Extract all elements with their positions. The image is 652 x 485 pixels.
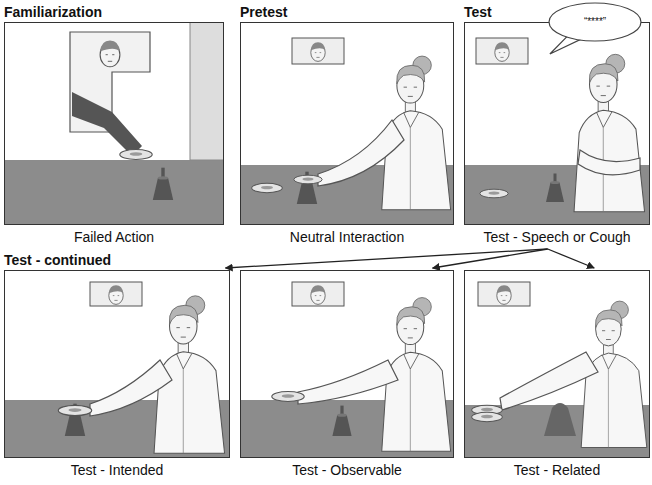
failed-action-scene <box>5 23 223 224</box>
ring-toy <box>480 189 508 198</box>
panel-caption: Test - Related <box>464 462 650 479</box>
bell-toy <box>544 403 576 436</box>
scene-panel: Test - Observable <box>240 270 454 479</box>
person-face <box>311 285 325 304</box>
flow-arrow <box>225 249 547 268</box>
arm <box>298 360 398 404</box>
neutral-scene <box>241 38 453 224</box>
window <box>90 282 142 306</box>
panel-caption: Failed Action <box>4 229 224 246</box>
table <box>5 160 223 224</box>
phase-heading: Pretest <box>240 4 454 20</box>
ring-toy <box>58 405 91 415</box>
peg-toy <box>332 406 351 436</box>
arm <box>72 92 142 156</box>
scene-panel: Test - Related <box>464 270 650 479</box>
phase-heading: Familiarization <box>4 4 224 20</box>
peg-toy <box>153 168 173 200</box>
person-face <box>100 40 120 66</box>
side-wall <box>190 23 223 160</box>
flow-arrow <box>548 249 595 268</box>
ring-toy <box>120 150 152 160</box>
scene-panel: PretestNeutral Interaction <box>240 4 454 246</box>
panel-frame <box>4 22 224 225</box>
window <box>292 282 344 306</box>
scene-panel: Test - Intended <box>4 270 230 479</box>
panel-frame <box>464 270 650 458</box>
panel-caption: Test - Speech or Cough <box>464 229 650 246</box>
window <box>476 38 528 64</box>
intended-scene <box>5 282 229 457</box>
ring-toy <box>472 412 503 421</box>
ring-toy <box>272 392 304 402</box>
panel-frame <box>4 270 230 458</box>
scene-panel: TestTest - Speech or Cough <box>464 4 650 246</box>
person-face <box>311 42 325 61</box>
row-heading: Test - continued <box>4 252 111 268</box>
panel-caption: Test - Observable <box>240 462 454 479</box>
ring-toy <box>294 175 322 184</box>
arm <box>318 120 404 186</box>
woman <box>574 54 645 211</box>
test-scene <box>465 38 649 224</box>
window <box>478 282 530 306</box>
related-scene <box>465 282 649 457</box>
observable-scene <box>241 282 453 457</box>
scene-panel: FamiliarizationFailed Action <box>4 4 224 246</box>
panel-caption: Neutral Interaction <box>240 229 454 246</box>
bubble-outline <box>548 2 642 56</box>
person-face <box>497 285 511 304</box>
arm <box>500 352 598 410</box>
speech-bubble: “****” <box>548 2 642 42</box>
ring-toy <box>252 183 283 192</box>
peg-toy <box>546 174 564 203</box>
person-face <box>495 42 509 61</box>
panel-frame <box>464 22 650 225</box>
crossed-arms <box>578 150 640 175</box>
panel-caption: Test - Intended <box>4 462 230 479</box>
flow-arrow <box>433 249 548 268</box>
panel-frame <box>240 22 454 225</box>
person-face <box>109 285 123 304</box>
panel-frame <box>240 270 454 458</box>
speech-text: “****” <box>584 16 606 28</box>
window <box>292 38 344 64</box>
bubble-body <box>549 3 641 41</box>
arm <box>90 360 172 416</box>
